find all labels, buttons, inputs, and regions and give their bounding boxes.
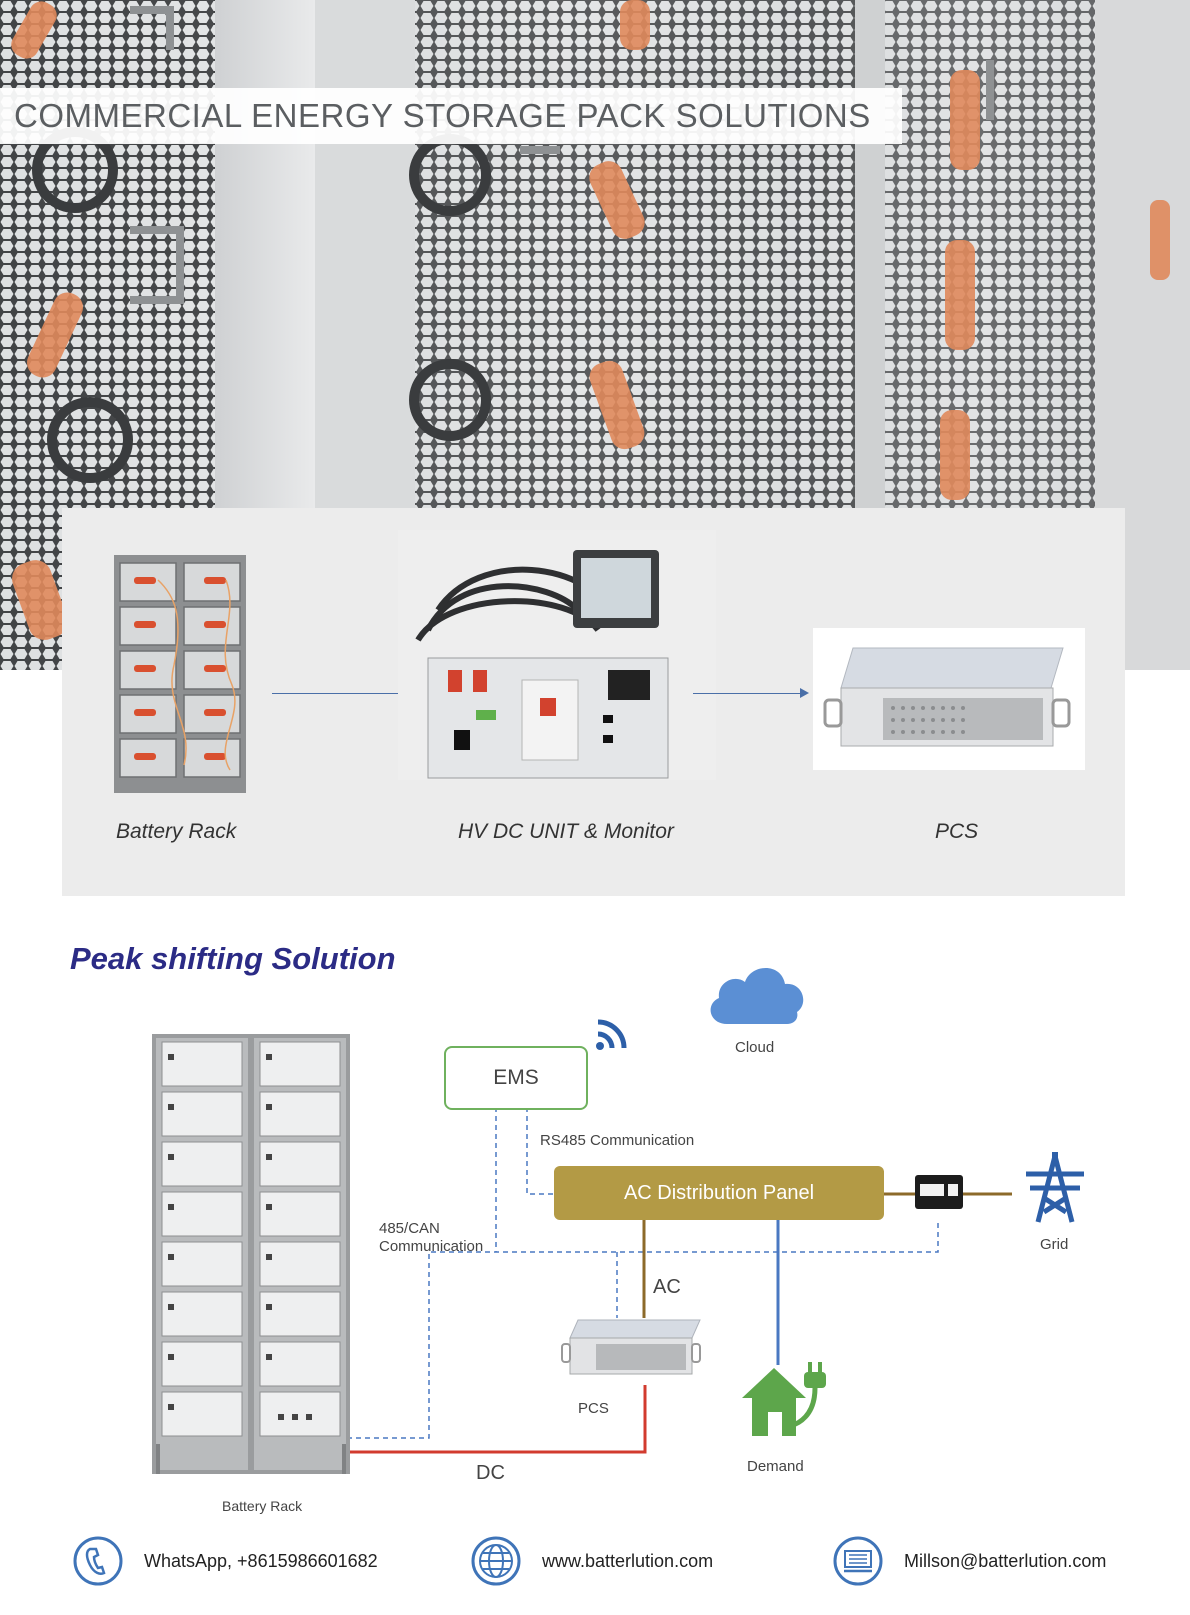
cloud-icon — [710, 968, 804, 1024]
meter-icon — [915, 1175, 963, 1209]
ac-distribution-panel: AC Distribution Panel — [554, 1166, 884, 1220]
hvdc-unit-photo — [398, 530, 716, 780]
contact-footer: WhatsApp, +8615986601682 www.batterlutio… — [0, 1535, 1190, 1605]
pcs-label: PCS — [578, 1400, 609, 1417]
demand-label: Demand — [747, 1458, 804, 1475]
grid-tower-icon — [1026, 1152, 1084, 1223]
section-title: Peak shifting Solution — [70, 941, 396, 976]
footer-whatsapp[interactable]: WhatsApp, +8615986601682 — [72, 1535, 378, 1587]
cloud-label: Cloud — [735, 1039, 775, 1056]
component-label-battery-rack: Battery Rack — [116, 820, 237, 843]
can-label-line1: 485/CAN — [379, 1220, 440, 1237]
rs485-label: RS485 Communication — [540, 1132, 695, 1149]
arrow-rack-to-hvdc — [272, 693, 404, 694]
battery-rack-photo — [114, 555, 246, 793]
can-label-line2: Communication — [379, 1238, 484, 1255]
fax-icon — [833, 1536, 883, 1586]
dc-label: DC — [476, 1462, 505, 1484]
wifi-icon — [596, 1019, 627, 1050]
footer-website[interactable]: www.batterlution.com — [470, 1535, 713, 1587]
ems-box: EMS — [444, 1046, 588, 1110]
whatsapp-text[interactable]: WhatsApp, +8615986601682 — [144, 1550, 378, 1571]
ac-label: AC — [653, 1276, 681, 1298]
battery-rack-icon — [152, 1034, 350, 1474]
component-label-pcs: PCS — [935, 820, 979, 843]
pcs-icon — [561, 1319, 701, 1375]
phone-icon — [73, 1536, 123, 1586]
battery-rack-label: Battery Rack — [222, 1498, 303, 1514]
title-banner: COMMERCIAL ENERGY STORAGE PACK SOLUTIONS — [0, 88, 902, 144]
component-label-hvdc: HV DC UNIT & Monitor — [458, 820, 674, 843]
footer-email[interactable]: Millson@batterlution.com — [832, 1535, 1106, 1587]
globe-icon — [471, 1536, 521, 1586]
arrow-hvdc-to-pcs — [693, 693, 801, 694]
house-plug-icon — [742, 1362, 826, 1436]
grid-label: Grid — [1040, 1236, 1069, 1253]
pcs-photo — [813, 628, 1085, 770]
page-title: COMMERCIAL ENERGY STORAGE PACK SOLUTIONS — [14, 97, 871, 134]
email-text[interactable]: Millson@batterlution.com — [904, 1550, 1107, 1571]
website-text[interactable]: www.batterlution.com — [542, 1550, 714, 1571]
